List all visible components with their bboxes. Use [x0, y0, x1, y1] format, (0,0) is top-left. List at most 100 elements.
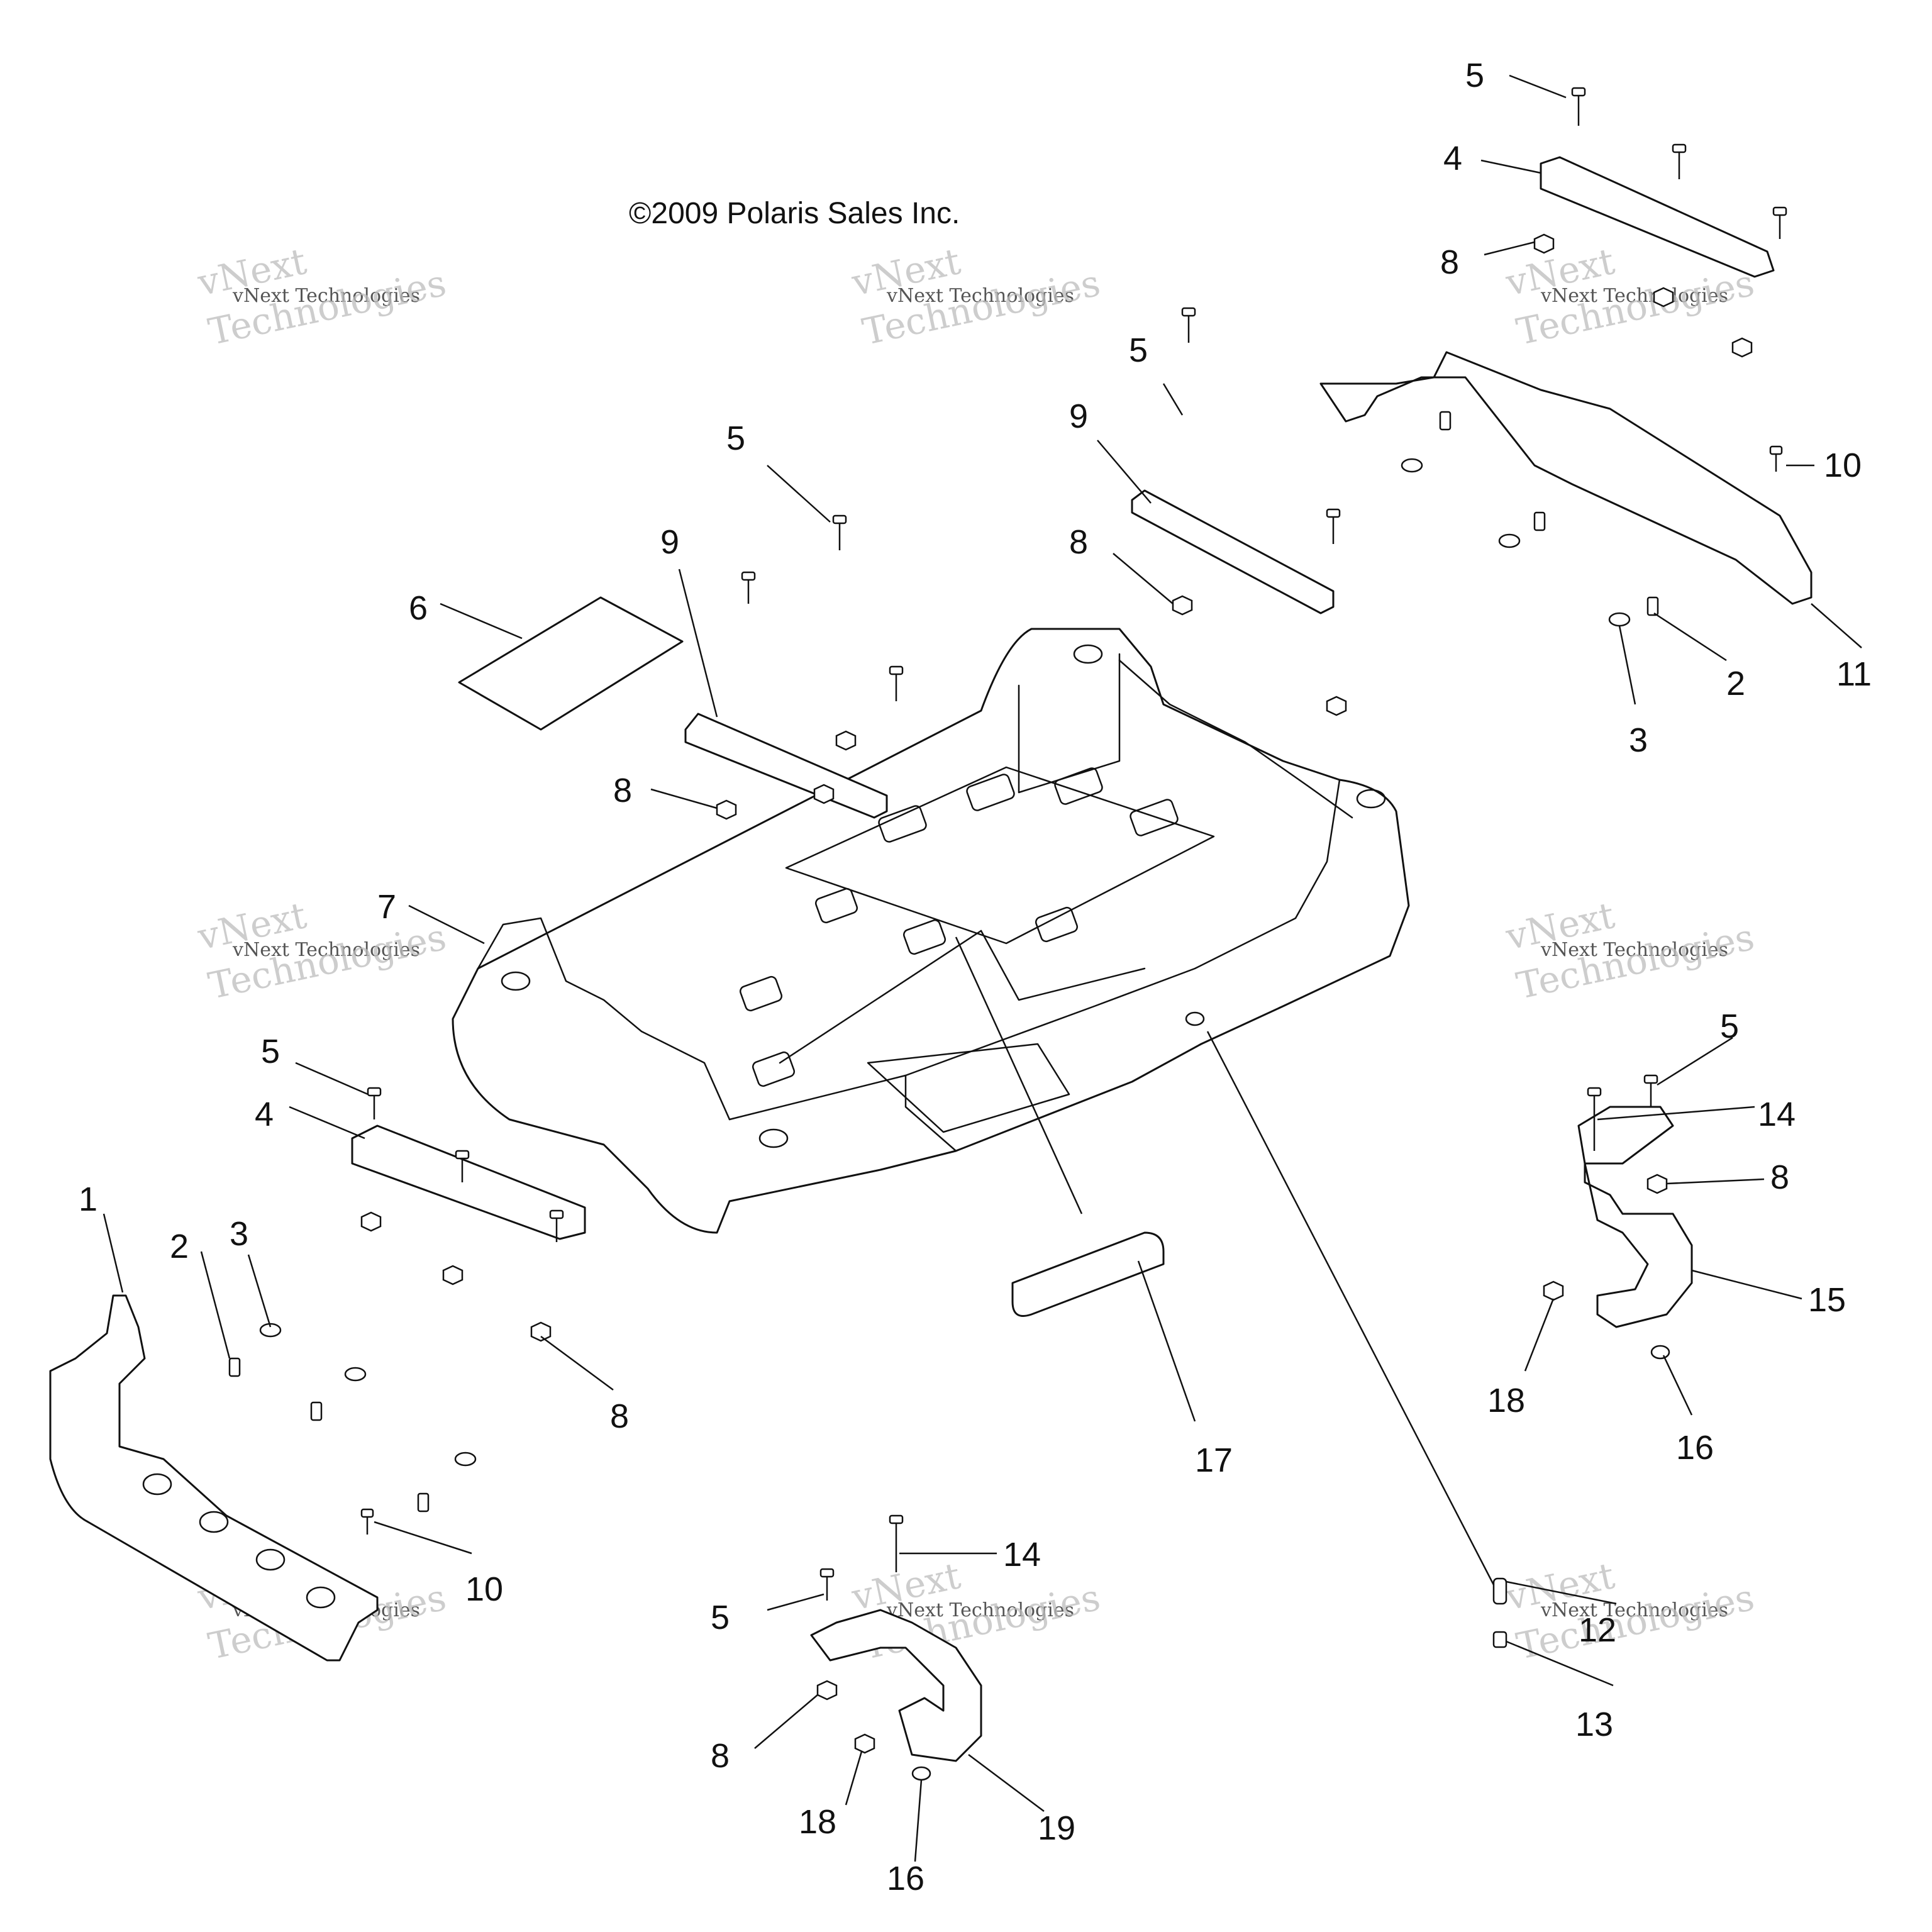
screw-icon [1769, 445, 1783, 472]
nut-icon [1646, 1174, 1668, 1194]
callout-11: 11 [1836, 655, 1872, 693]
screw-icon [1326, 508, 1341, 544]
clip-icon [1439, 411, 1452, 431]
screw-icon [1672, 143, 1687, 179]
callout-17: 17 [1195, 1441, 1233, 1479]
callout-10: 10 [1824, 447, 1862, 484]
watermark-1: vNext vNext Technologies Technologies [194, 240, 450, 353]
clip-icon [1646, 596, 1659, 616]
screw-icon [1772, 206, 1787, 239]
callout-2: 2 [170, 1228, 189, 1265]
screw-icon [1571, 87, 1586, 126]
nut-icon [816, 1680, 838, 1701]
callout-5: 5 [1720, 1008, 1739, 1045]
callout-8: 8 [613, 772, 632, 809]
screw-icon [1181, 307, 1196, 343]
grab-handle-left [810, 1609, 982, 1762]
callout-3: 3 [1629, 721, 1648, 759]
hardware-clips [228, 411, 1670, 1781]
svg-text:vNext Technologies: vNext Technologies [886, 285, 1074, 307]
callout-8: 8 [711, 1737, 730, 1775]
callout-5: 5 [1129, 331, 1148, 369]
nut-icon [1653, 287, 1674, 308]
callout-8: 8 [1069, 523, 1088, 561]
screw-icon [1587, 1087, 1602, 1151]
grab-handle-right-mount [1577, 1106, 1674, 1165]
nut-icon [716, 799, 737, 820]
clip-icon [228, 1357, 241, 1377]
watermark-9: vNext vNext Technologies Technologies [1502, 1554, 1758, 1668]
lower-bar [351, 1124, 586, 1240]
bolt-icon [911, 1766, 931, 1781]
front-rail [49, 1294, 379, 1662]
callout-8: 8 [610, 1397, 629, 1435]
svg-text:vNext Technologies: vNext Technologies [232, 285, 420, 307]
callout-14: 14 [1758, 1096, 1796, 1133]
nut-icon [854, 1733, 875, 1754]
upper-bar [1540, 156, 1775, 278]
rivet-icon [1492, 1631, 1507, 1648]
clip-icon [417, 1492, 430, 1513]
mid-bar-left [684, 713, 888, 819]
watermark-2: vNext vNext Technologies Technologies [848, 240, 1104, 353]
callout-14: 14 [1003, 1536, 1041, 1574]
screw-icon [1643, 1074, 1658, 1107]
screw-icon [455, 1150, 470, 1182]
screw-icon [741, 571, 756, 604]
callout-2: 2 [1726, 665, 1745, 702]
nut-icon [360, 1211, 382, 1232]
screw-icon [819, 1568, 835, 1601]
callout-5: 5 [1465, 57, 1484, 94]
callout-8: 8 [1770, 1158, 1789, 1196]
screw-icon [889, 665, 904, 701]
bolt-icon [259, 1323, 282, 1338]
svg-text:vNext Technologies: vNext Technologies [1540, 285, 1728, 307]
clip-icon [310, 1401, 323, 1421]
nut-icon [1172, 595, 1193, 616]
nut-icon [1731, 337, 1753, 358]
callout-1: 1 [79, 1180, 97, 1218]
hardware-nuts [360, 233, 1753, 1754]
bolt-icon [454, 1452, 477, 1467]
grab-handle-right [1584, 1131, 1693, 1328]
callout-12: 12 [1579, 1611, 1616, 1649]
screw-icon [889, 1514, 904, 1572]
copyright-text: ©2009 Polaris Sales Inc. [629, 197, 960, 230]
callout-8: 8 [1440, 243, 1459, 281]
screw-icon [367, 1087, 382, 1119]
bolt-icon [1401, 458, 1423, 473]
front-rail-holes [142, 1473, 336, 1609]
rivet-icon [1492, 1577, 1507, 1605]
bolt-icon [1498, 533, 1521, 548]
svg-text:vNext Technologies: vNext Technologies [232, 939, 420, 961]
watermark-4: vNext vNext Technologies Technologies [194, 894, 450, 1008]
nut-icon [1326, 696, 1347, 716]
nut-icon [813, 784, 835, 804]
callout-18: 18 [799, 1803, 836, 1841]
watermark-8: vNext vNext Technologies Technologies [848, 1554, 1104, 1668]
callout-5: 5 [726, 419, 745, 457]
bolt-icon [344, 1367, 367, 1382]
floor-pad [1011, 1231, 1165, 1317]
callouts: 5 4 8 10 11 2 3 5 9 8 5 9 6 8 7 5 4 8 1 … [79, 57, 1872, 1897]
callout-5: 5 [711, 1599, 730, 1636]
bolt-icon [1650, 1345, 1670, 1360]
rear-rail [1319, 351, 1813, 605]
nut-icon [442, 1265, 464, 1285]
svg-text:vNext Technologies: vNext Technologies [1540, 1599, 1728, 1621]
callout-5: 5 [261, 1033, 280, 1070]
bolt-icon [1608, 612, 1631, 627]
cargo-rack [452, 628, 1410, 1234]
svg-text:vNext Technologies: vNext Technologies [1540, 939, 1728, 961]
callout-16: 16 [887, 1860, 924, 1897]
screw-icon [549, 1209, 564, 1242]
callout-16: 16 [1676, 1429, 1714, 1467]
callout-4: 4 [1443, 140, 1462, 177]
callout-6: 6 [409, 589, 428, 627]
screw-icon [832, 514, 847, 550]
svg-text:vNext Technologies: vNext Technologies [886, 1599, 1074, 1621]
mid-bar-right [1131, 489, 1335, 614]
callout-19: 19 [1038, 1809, 1075, 1847]
callout-13: 13 [1575, 1706, 1613, 1743]
